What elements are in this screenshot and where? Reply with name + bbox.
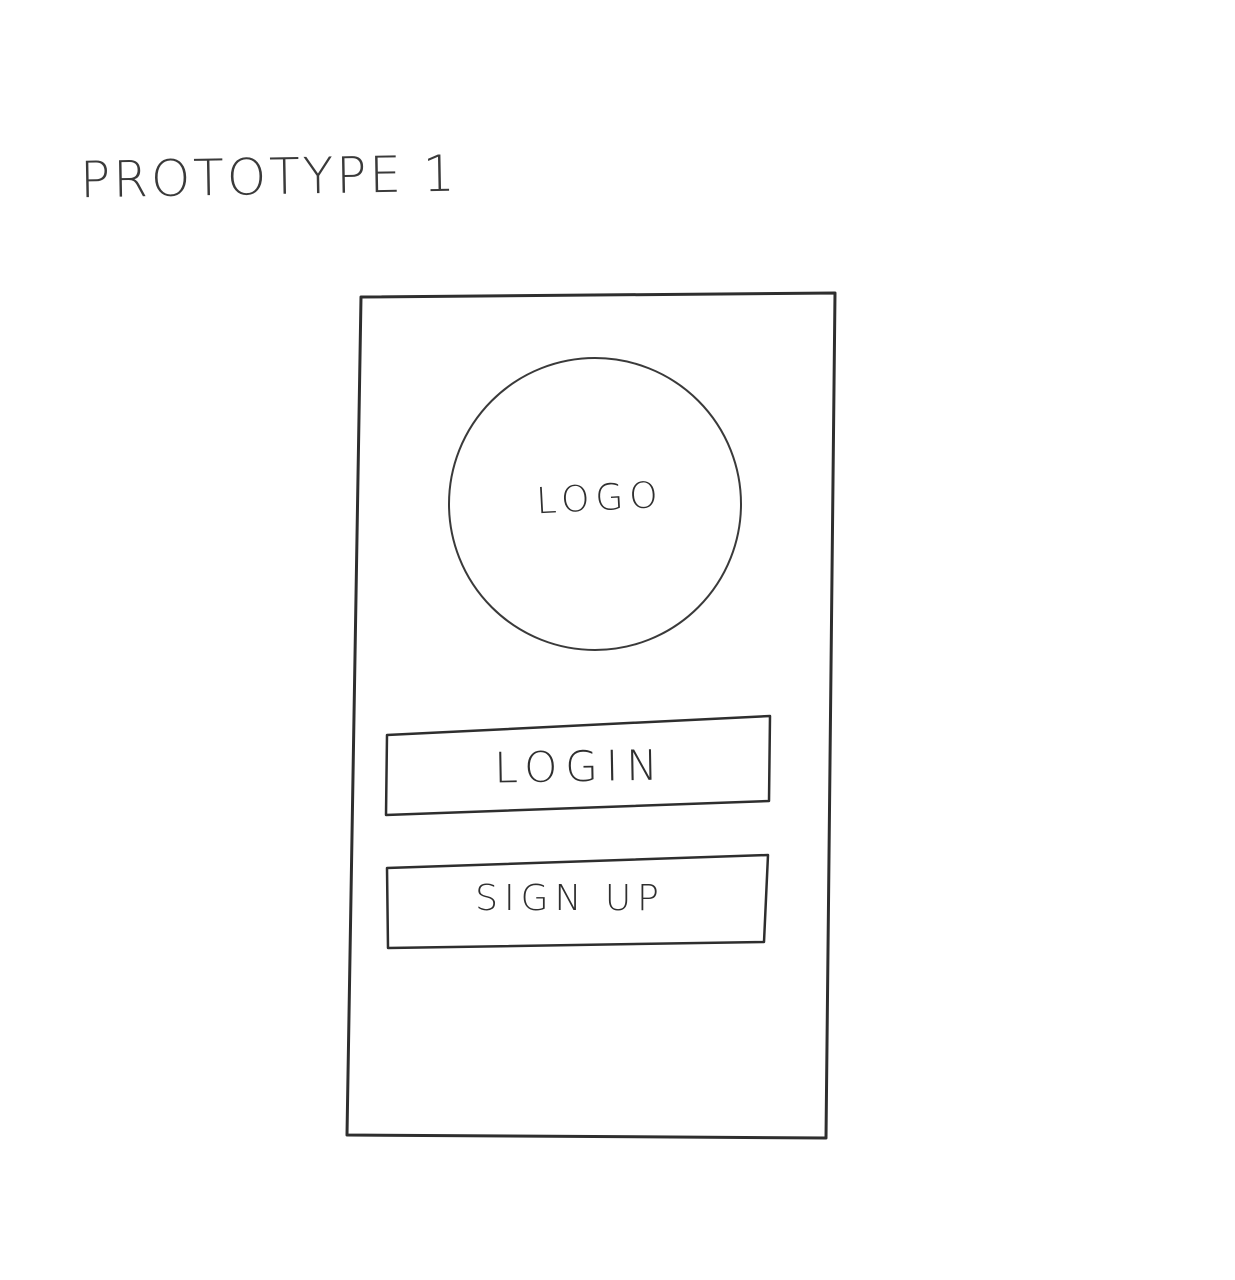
signup-button-label: SIGN UP xyxy=(475,878,665,919)
logo-circle xyxy=(448,357,742,651)
signup-button-box xyxy=(385,853,770,950)
logo-label: LOGO xyxy=(535,474,665,523)
phone-frame xyxy=(345,291,837,1140)
login-button-box xyxy=(384,714,772,817)
login-button-label: LOGIN xyxy=(493,740,667,793)
